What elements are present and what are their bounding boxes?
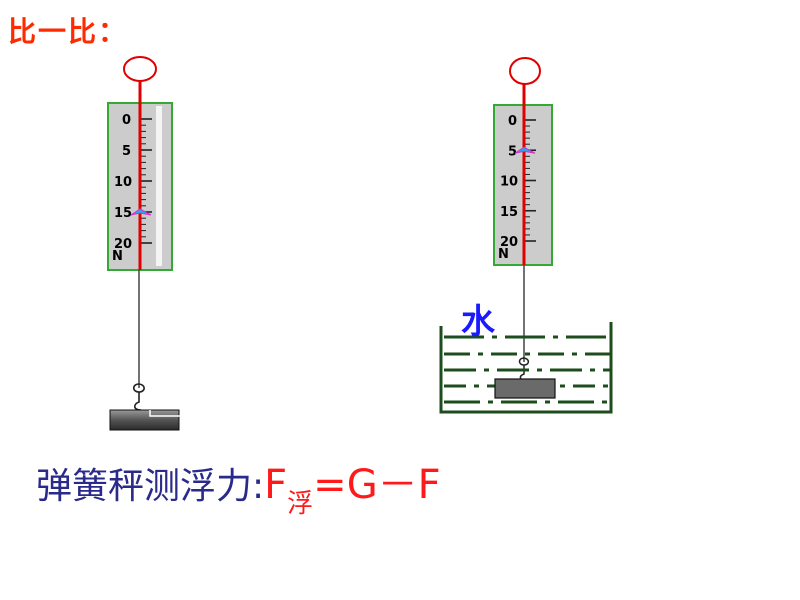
left-tick-label-10: 10 bbox=[114, 175, 132, 190]
left-tick-label-5: 5 bbox=[122, 144, 131, 159]
water-container: 水 bbox=[439, 302, 613, 414]
left-scale-tick-labels: 0 5 10 15 20 N bbox=[112, 113, 132, 264]
right-tick-label-0: 0 bbox=[508, 114, 517, 129]
container-walls bbox=[439, 322, 613, 414]
left-block-hook-loop bbox=[149, 410, 180, 417]
right-unit-label: N bbox=[498, 247, 509, 262]
left-scale-pointer bbox=[130, 208, 152, 216]
formula-rest: =G－F bbox=[313, 462, 441, 508]
water-label: 水 bbox=[461, 302, 496, 342]
formula-f-subscript: 浮 bbox=[287, 489, 314, 519]
right-tick-label-10: 10 bbox=[500, 175, 518, 190]
right-tick-label-20: 20 bbox=[500, 235, 518, 250]
submerged-metal-block bbox=[494, 378, 556, 399]
left-metal-block bbox=[109, 409, 180, 431]
formula-prefix: 弹簧秤测浮力: bbox=[36, 466, 265, 507]
left-spring-scale: 0 5 10 15 20 N bbox=[107, 56, 180, 431]
left-tick-label-20: 20 bbox=[114, 237, 132, 252]
buoyancy-formula: 弹簧秤测浮力:F浮=G－F bbox=[36, 452, 441, 519]
left-unit-label: N bbox=[112, 249, 123, 264]
left-scale-slot bbox=[156, 106, 162, 266]
right-spring-scale: 0 5 10 15 20 N bbox=[493, 57, 553, 381]
formula-f-symbol: F bbox=[264, 462, 288, 508]
right-scale-ring bbox=[509, 57, 541, 85]
right-tick-label-5: 5 bbox=[508, 144, 517, 159]
water-lines bbox=[444, 335, 610, 404]
left-scale-ring bbox=[123, 56, 157, 82]
right-scale-tick-labels: 0 5 10 15 20 N bbox=[498, 114, 518, 262]
left-tick-label-15: 15 bbox=[114, 206, 132, 221]
page-title: 比一比： bbox=[8, 15, 129, 48]
right-tick-label-15: 15 bbox=[500, 205, 518, 220]
right-scale-pointer bbox=[514, 146, 536, 154]
left-tick-label-0: 0 bbox=[122, 113, 131, 128]
